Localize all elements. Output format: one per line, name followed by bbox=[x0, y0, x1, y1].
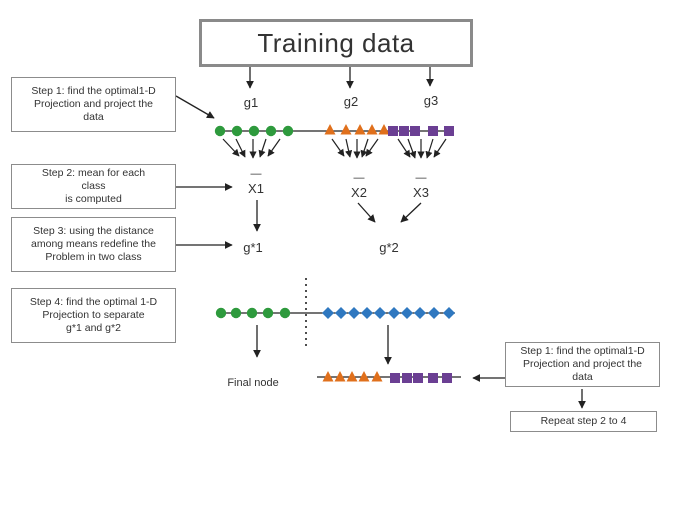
g2-point bbox=[354, 124, 366, 135]
gstar2-point bbox=[335, 307, 347, 319]
g2-point bbox=[324, 124, 336, 135]
projection-arrow bbox=[397, 138, 411, 158]
step1-box: Step 1: find the optimal1-D Projection a… bbox=[11, 77, 176, 132]
gstar1-point bbox=[230, 307, 242, 319]
group-label-g2: g2 bbox=[343, 94, 359, 109]
projection-arrow bbox=[331, 138, 345, 157]
g3-point bbox=[428, 373, 438, 383]
step3-box: Step 3: using the distance among means r… bbox=[11, 217, 176, 272]
arrow-x2-to-gstar2 bbox=[357, 202, 376, 223]
mean-bar-x2: — bbox=[353, 172, 365, 184]
arrow-step1-to-projection bbox=[175, 95, 215, 119]
g3-point bbox=[390, 373, 400, 383]
projection-arrow bbox=[235, 138, 246, 158]
arrow-x3-to-gstar2 bbox=[400, 202, 422, 223]
g2-point bbox=[340, 124, 352, 135]
step2-box: Step 2: mean for each class is computed bbox=[11, 164, 176, 209]
g2-point bbox=[358, 371, 370, 382]
gstar2-point bbox=[414, 307, 426, 319]
gstar2-point bbox=[374, 307, 386, 319]
projection-1-points bbox=[214, 124, 454, 137]
gstar2-point bbox=[428, 307, 440, 319]
g2-point bbox=[322, 371, 334, 382]
gstar2-point bbox=[348, 307, 360, 319]
mean-label-x3: X3 bbox=[413, 185, 429, 200]
g3-point bbox=[410, 126, 420, 136]
g2-point bbox=[346, 371, 358, 382]
training-data-title: Training data bbox=[199, 19, 473, 67]
gstar2-point bbox=[361, 307, 373, 319]
g1-point bbox=[265, 125, 277, 137]
step4-box: Step 4: find the optimal 1-D Projection … bbox=[11, 288, 176, 343]
gstar2-point bbox=[388, 307, 400, 319]
g1-point bbox=[248, 125, 260, 137]
projection-arrow bbox=[433, 138, 447, 158]
g2-point bbox=[371, 371, 383, 382]
projection-arrow bbox=[222, 138, 240, 157]
merged-label-gstar1: g*1 bbox=[243, 240, 263, 255]
gstar1-point bbox=[279, 307, 291, 319]
g2-point bbox=[334, 371, 346, 382]
g3-point bbox=[399, 126, 409, 136]
mean-label-x2: X2 bbox=[351, 185, 367, 200]
converging-arrows bbox=[222, 138, 447, 159]
projection-arrow bbox=[267, 138, 281, 157]
gstar1-point bbox=[215, 307, 227, 319]
step1-repeat-box: Step 1: find the optimal1-D Projection a… bbox=[505, 342, 660, 387]
projection-arrow bbox=[407, 138, 417, 159]
g2-point bbox=[366, 124, 378, 135]
merged-label-gstar2: g*2 bbox=[379, 240, 399, 255]
mean-label-x1: X1 bbox=[248, 181, 264, 196]
g3-point bbox=[388, 126, 398, 136]
gstar2-point bbox=[401, 307, 413, 319]
projection-arrow bbox=[425, 138, 434, 159]
g3-point bbox=[442, 373, 452, 383]
g2-point bbox=[378, 124, 390, 135]
projection-2-points bbox=[215, 307, 455, 319]
mean-bar-x1: — bbox=[250, 168, 262, 180]
g3-point bbox=[444, 126, 454, 136]
group-label-g1: g1 bbox=[243, 95, 259, 110]
projection-arrow bbox=[258, 138, 267, 158]
gstar1-point bbox=[262, 307, 274, 319]
mean-bar-x3: — bbox=[415, 172, 427, 184]
final-node-label: Final node bbox=[227, 377, 279, 389]
projection-arrow bbox=[345, 138, 353, 158]
gstar1-point bbox=[246, 307, 258, 319]
g3-point bbox=[413, 373, 423, 383]
repeat-steps-box: Repeat step 2 to 4 bbox=[510, 411, 657, 432]
g3-point bbox=[402, 373, 412, 383]
g1-point bbox=[282, 125, 294, 137]
g1-point bbox=[231, 125, 243, 137]
group-label-g3: g3 bbox=[423, 93, 439, 108]
projection-arrow bbox=[365, 138, 379, 157]
projection-3-points bbox=[322, 371, 452, 383]
gstar2-point bbox=[443, 307, 455, 319]
gstar2-point bbox=[322, 307, 334, 319]
g3-point bbox=[428, 126, 438, 136]
projection-arrow bbox=[360, 138, 369, 158]
g1-point bbox=[214, 125, 226, 137]
